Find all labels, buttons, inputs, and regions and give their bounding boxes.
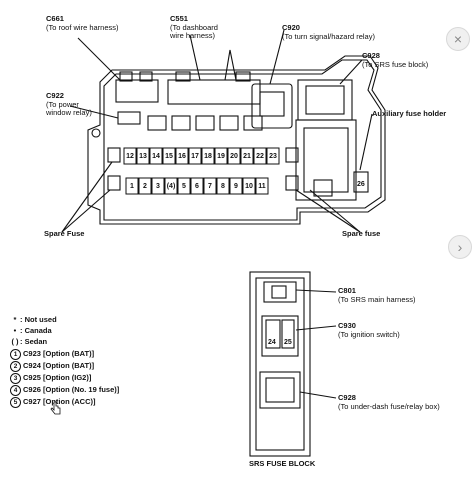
fuse-number-label: 20 bbox=[230, 153, 238, 160]
fuse-number-label: 7 bbox=[208, 183, 212, 190]
label-spare-fuse-left: Spare Fuse bbox=[44, 229, 85, 238]
fuse-slot bbox=[216, 177, 230, 195]
fuse-number-label: 15 bbox=[165, 153, 173, 160]
fuse-number-label: 13 bbox=[139, 153, 147, 160]
cursor-icon bbox=[50, 401, 61, 415]
fuse-slot bbox=[162, 147, 176, 165]
fuse-number-label: (4) bbox=[167, 183, 176, 190]
label-c930: C930 (To ignition switch) bbox=[338, 321, 400, 339]
close-icon: × bbox=[453, 31, 463, 47]
fuse-slot bbox=[177, 177, 191, 195]
fuse-number-label: 21 bbox=[243, 153, 251, 160]
fuse-number-label: 17 bbox=[191, 153, 199, 160]
fuse-number-label: 11 bbox=[258, 183, 266, 190]
fuse-number-label: 1 bbox=[130, 183, 134, 190]
fuse-slot bbox=[138, 177, 152, 195]
fuse-slot bbox=[188, 147, 202, 165]
fuse-number-label: 18 bbox=[204, 153, 212, 160]
fuse-slot bbox=[125, 177, 139, 195]
fuse-slot bbox=[164, 177, 178, 195]
label-c801: C801 (To SRS main harness) bbox=[338, 286, 416, 304]
fuse-slot bbox=[227, 147, 241, 165]
fuse-slot bbox=[240, 147, 254, 165]
fuse-number-label: 14 bbox=[152, 153, 160, 160]
fuse-number-label: 16 bbox=[178, 153, 186, 160]
fuse-slot bbox=[201, 147, 215, 165]
fuse-slot bbox=[253, 147, 267, 165]
fuse-number-label: 10 bbox=[245, 183, 253, 190]
fuse-slot bbox=[214, 147, 228, 165]
fuse-24-label: 24 bbox=[268, 339, 276, 346]
fuse-slot bbox=[149, 147, 163, 165]
label-spare-fuse-right: Spare fuse bbox=[342, 229, 381, 238]
fuse-slot bbox=[151, 177, 165, 195]
fuse-slot bbox=[229, 177, 243, 195]
fuse-number-label: 23 bbox=[269, 153, 277, 160]
fuse-number-label: 19 bbox=[217, 153, 225, 160]
legend-canada: •: Canada bbox=[13, 326, 52, 335]
fuse-number-label: 5 bbox=[182, 183, 186, 190]
label-aux-fuse-holder: Auxiliary fuse holder bbox=[372, 109, 447, 118]
fuse-slot bbox=[203, 177, 217, 195]
fuse-slot bbox=[190, 177, 204, 195]
label-c922: C922 (To power window relay) bbox=[46, 91, 92, 117]
fuse-26-label: 26 bbox=[357, 181, 365, 188]
fuse-slot bbox=[242, 177, 256, 195]
label-c928-top: C928 (To SRS fuse block) bbox=[362, 51, 429, 69]
fuse-slot bbox=[123, 147, 137, 165]
fuse-number-label: 6 bbox=[195, 183, 199, 190]
label-c661: C661 (To roof wire harness) bbox=[46, 14, 119, 32]
fuse-slot bbox=[266, 147, 280, 165]
label-c928-bottom: C928 (To under-dash fuse/relay box) bbox=[338, 393, 440, 411]
label-c920: C920 (To turn signal/hazard relay) bbox=[282, 23, 375, 41]
fuse-slot bbox=[175, 147, 189, 165]
close-button[interactable]: × bbox=[446, 27, 470, 51]
label-c551: C551 (To dashboard wire harness) bbox=[170, 14, 218, 40]
fuse-number-label: 22 bbox=[256, 153, 264, 160]
fuse-number-label: 12 bbox=[126, 153, 134, 160]
fuse-number-label: 8 bbox=[221, 183, 225, 190]
fuse-number-label: 3 bbox=[156, 183, 160, 190]
legend-sedan: ( ): Sedan bbox=[11, 337, 48, 346]
fuse-number-label: 2 bbox=[143, 183, 147, 190]
fuse-25-label: 25 bbox=[284, 339, 292, 346]
fuse-number-label: 9 bbox=[234, 183, 238, 190]
legend-not-used: *: Not used bbox=[13, 315, 57, 324]
chevron-right-icon: › bbox=[457, 239, 463, 255]
fuse-slot bbox=[255, 177, 269, 195]
next-button[interactable]: › bbox=[448, 235, 472, 259]
fuse-slot bbox=[136, 147, 150, 165]
srs-fuse-block-title: SRS FUSE BLOCK bbox=[249, 459, 316, 468]
